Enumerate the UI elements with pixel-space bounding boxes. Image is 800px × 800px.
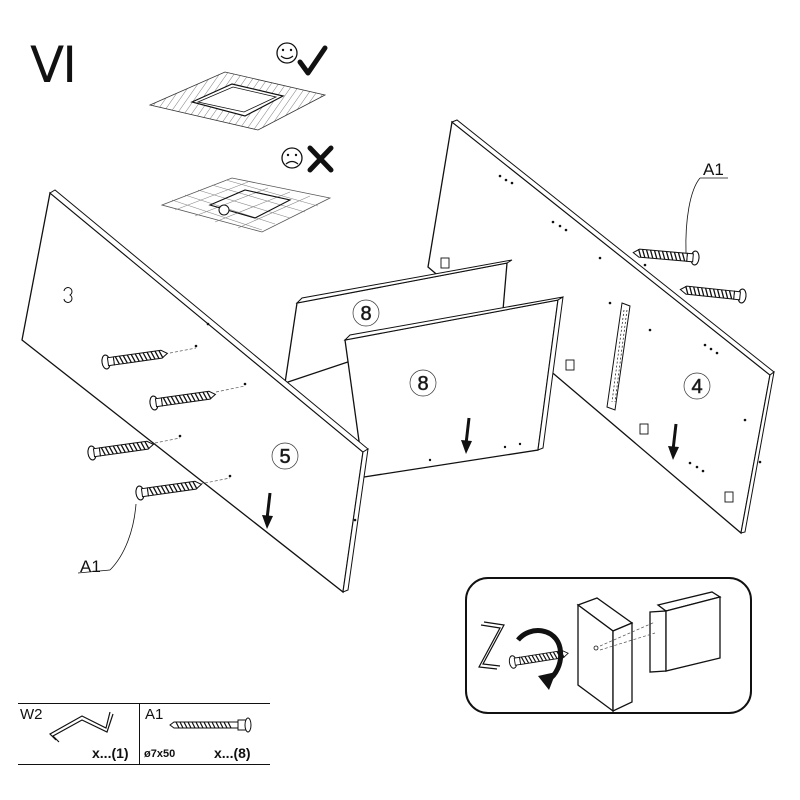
allen-key-icon [49,711,114,743]
smiley-check-icon [276,42,328,76]
parts-list: W2 x...(1) A1 ø7x50 x...(8) [18,703,270,765]
part-a1-spec: ø7x50 [144,748,176,760]
callout-a1-left: A1 [80,557,101,576]
panel-5-label: 5 [279,446,290,468]
rotate-clockwise-icon [516,628,564,690]
callout-a1-right: A1 [703,160,724,179]
confirmat-screw-icon [169,717,252,733]
panel-5 [21,189,369,594]
part-w2-id: W2 [20,706,43,723]
screw-a1-left-4 [134,476,204,502]
detail-inset [465,577,752,714]
step-number: VI [30,36,77,94]
glue-wrong-illustration [160,177,332,233]
panel-8-front [343,296,564,478]
panel-4 [427,119,775,535]
panel-8-back-label: 8 [360,303,371,325]
part-a1-quantity: x...(8) [214,745,251,761]
glue-correct-illustration [148,71,327,131]
allen-key-icon [478,621,505,670]
part-a1-id: A1 [145,706,164,723]
panel-8-front-label: 8 [417,373,428,395]
parts-divider [139,704,140,764]
panel-4-label: 4 [691,376,702,398]
part-w2-quantity: x...(1) [92,745,129,761]
screw-a1-right-bottom [678,281,748,305]
frown-cross-icon [281,145,334,173]
screw-a1-right-top [631,244,701,266]
screw-a1-left-3 [86,436,156,462]
